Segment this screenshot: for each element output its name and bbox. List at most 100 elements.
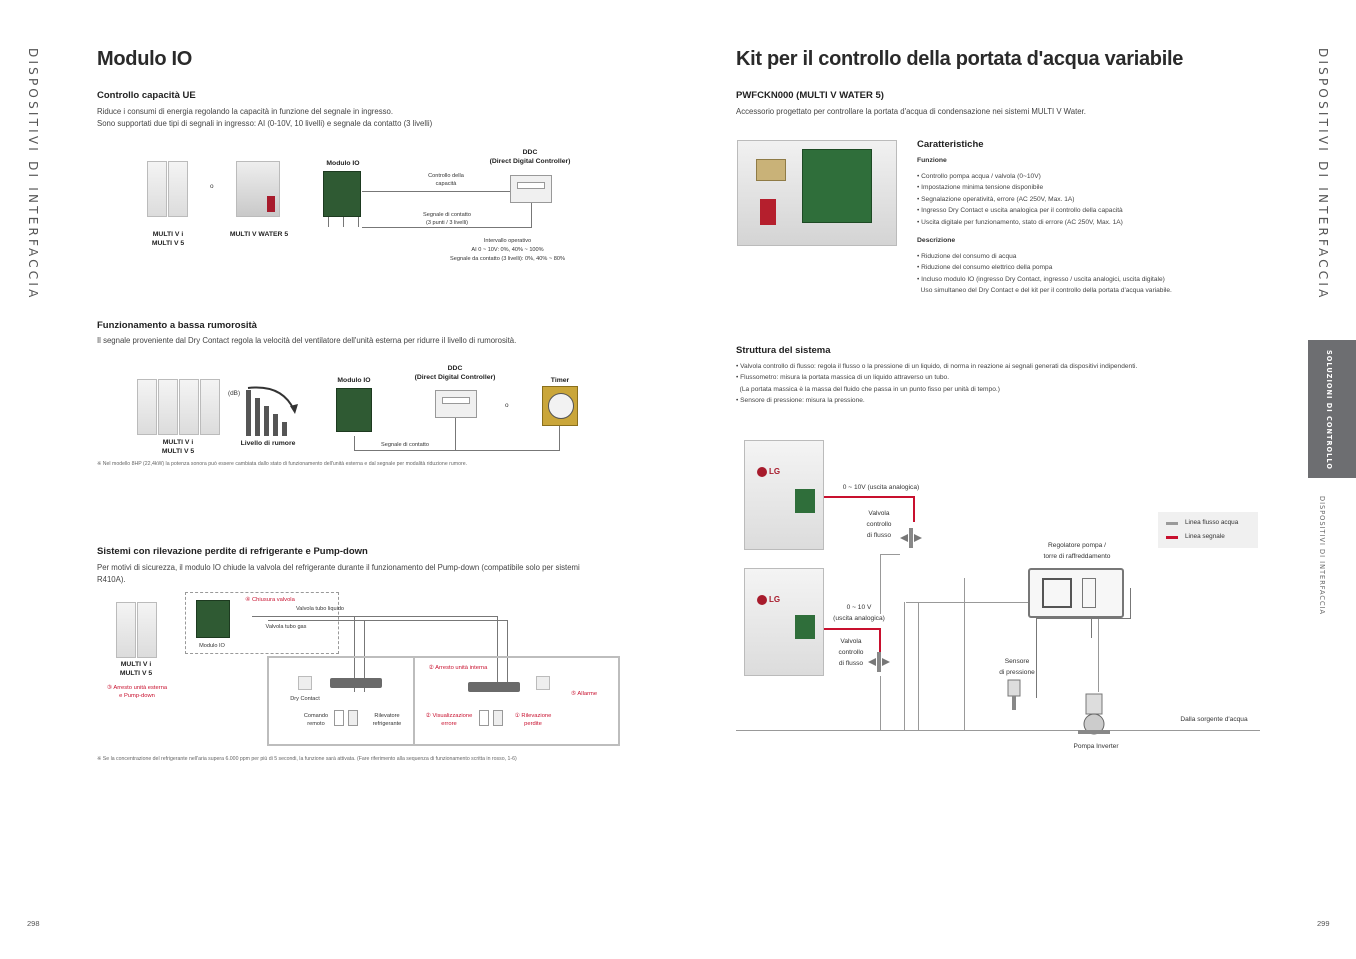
capacity-diagram: MULTI V i MULTI V 5 o MULTI V WATER 5 Mo… [140, 145, 600, 270]
kit-photo [737, 140, 897, 246]
lg-logo [757, 467, 767, 477]
detector-image [348, 710, 358, 726]
outdoor-unit-image [168, 161, 188, 217]
list-item: • Sensore di pressione: misura la pressi… [736, 397, 865, 405]
noise-diagram: MULTI V i MULTI V 5 (dB) Livello di rumo… [130, 362, 600, 462]
gas-valve-label: Valvola tubo gas [265, 624, 307, 630]
noise-level-label: Livello di rumore [240, 440, 296, 447]
outdoor-unit-image [158, 379, 178, 435]
noise-or-label: o [505, 402, 509, 409]
ddc-image [435, 390, 477, 418]
analog-output-2: 0 ~ 10 V (uscita analogica) [833, 604, 885, 622]
remote-image [334, 710, 344, 726]
legend-signal-swatch [1166, 536, 1178, 539]
leak-detect-label: ① Rilevazione perdite [514, 713, 552, 727]
structure-heading: Struttura del sistema [736, 345, 831, 356]
timer-image [542, 386, 578, 426]
legend-water-swatch [1166, 522, 1178, 525]
io-module-image [196, 600, 230, 638]
valve-2-label: Valvola controllo di flusso [838, 638, 864, 667]
capacity-line1: Riduce i consumi di energia regolando la… [97, 107, 394, 116]
ddc-image [510, 175, 552, 203]
page-title-right: Kit per il controllo della portata d'acq… [736, 48, 1184, 70]
unit1-label: MULTI V i MULTI V 5 [151, 231, 185, 247]
indoor-unit-image [468, 682, 520, 692]
pressure-sensor-icon [1007, 679, 1021, 710]
legend-signal-label: Linea segnale [1185, 533, 1225, 540]
detector-image [493, 710, 503, 726]
list-item: Uso simultaneo del Dry Contact e del kit… [917, 287, 1172, 295]
legend-water-label: Linea flusso acqua [1185, 519, 1239, 526]
noise-module-label: Modulo IO [337, 377, 371, 384]
list-item: • Controllo pompa acqua / valvola (0~10V… [917, 173, 1041, 180]
range-line2: AI 0 ~ 10V: 0%, 40% ~ 100% [471, 247, 544, 253]
features-heading: Caratteristiche [917, 139, 984, 150]
leak-heading: Sistemi con rilevazione perdite di refri… [97, 546, 368, 557]
list-item: • Incluso modulo IO (ingresso Dry Contac… [917, 275, 1165, 283]
outdoor-unit-image [179, 379, 199, 435]
lg-logo [757, 595, 767, 605]
model-intro: Accessorio progettato per controllare la… [736, 107, 1086, 116]
module-label: Modulo IO [326, 160, 360, 167]
noise-heading: Funzionamento a bassa rumorosità [97, 320, 257, 331]
system-diagram: LG LG 0 ~ 10V (uscita analogica) Valvola… [736, 438, 1266, 758]
legend: Linea flusso acqua Linea segnale [1158, 512, 1258, 548]
leak-unit-label: MULTI V i MULTI V 5 [119, 661, 153, 677]
list-item: (La portata massica è la massa del fluid… [736, 385, 1000, 393]
indoor-unit-image [330, 678, 382, 688]
brand-label: LG [769, 595, 781, 604]
io-module-image [323, 171, 361, 217]
noise-note: ※ Nel modello 8HP (22,4kW) la potenza so… [97, 461, 468, 467]
range-line1: Intervallo operativo [483, 238, 532, 244]
water-source-label: Dalla sorgente d'acqua [1180, 716, 1248, 723]
list-item: • Riduzione del consumo di acqua [917, 253, 1017, 260]
pump-regulator-label: Regolatore pompa / torre di raffreddamen… [1043, 542, 1111, 560]
right-side-title: DISPOSITIVI DI INTERFACCIA [1316, 48, 1330, 301]
water-unit-image: LG [744, 568, 824, 676]
leak-module-label: Modulo IO [199, 643, 225, 649]
or-label: o [210, 183, 214, 190]
noise-contact-label: Segnale di contatto [381, 442, 429, 448]
stop-outdoor-label: ③ Arresto unità esterna e Pump-down [106, 685, 168, 699]
valve-close-label: ④ Chiusura valvola [245, 597, 295, 603]
page-title-left: Modulo IO [97, 48, 193, 70]
inverter-pump-icon [1078, 693, 1110, 735]
valve-icon [900, 528, 922, 548]
desc-list: • Riduzione del consumo di acqua • Riduz… [917, 251, 1172, 297]
outdoor-unit-image [147, 161, 167, 217]
list-item: • Riduzione del consumo elettrico della … [917, 264, 1053, 272]
list-item: • Valvola controllo di flusso: regola il… [736, 363, 1138, 370]
inverter-pump-label: Pompa Inverter [1073, 743, 1119, 750]
detector-label: Rilevatore refrigerante [372, 713, 402, 727]
tab-soluzioni[interactable]: SOLUZIONI DI CONTROLLO [1308, 340, 1356, 478]
range-line3: Segnale da contatto (3 livelli): 0%, 40%… [450, 256, 565, 262]
stop-indoor-label: ② Arresto unità interna [428, 665, 488, 671]
remote-label: Comando remoto [303, 713, 329, 727]
unit2-label: MULTI V WATER 5 [229, 231, 289, 238]
alarm-label: ⑤ Allarme [570, 691, 598, 697]
outdoor-unit-image [137, 379, 157, 435]
pump-regulator-image [1028, 568, 1124, 618]
tab-soluzioni-label: SOLUZIONI DI CONTROLLO [1325, 350, 1333, 470]
tab-dispositivi[interactable]: DISPOSITIVI DI INTERFACCIA [1318, 496, 1326, 616]
dry-contact-image [536, 676, 550, 690]
structure-list: • Valvola controllo di flusso: regola il… [736, 361, 1137, 407]
leak-diagram: MULTI V i MULTI V 5 ③ Arresto unità este… [100, 592, 622, 748]
valve-icon [868, 652, 890, 672]
function-list: • Controllo pompa acqua / valvola (0~10V… [917, 171, 1123, 228]
water-unit-image: LG [744, 440, 824, 550]
ddc-label: DDC (Direct Digital Controller) [489, 149, 571, 165]
noise-unit-label: MULTI V i MULTI V 5 [161, 439, 195, 455]
db-label: (dB) [228, 390, 241, 397]
outdoor-unit-image [137, 602, 157, 658]
leak-text: Per motivi di sicurezza, il modulo IO ch… [97, 563, 580, 584]
pressure-sensor-label: Sensore di pressione [999, 658, 1035, 676]
noise-text: Il segnale proveniente dal Dry Contact r… [97, 336, 517, 345]
display-error-label: ② Visualizzazione errore [425, 713, 473, 727]
outdoor-unit-image [200, 379, 220, 435]
room-box [267, 656, 620, 746]
io-module-image [336, 388, 372, 432]
noise-ddc-label: DDC (Direct Digital Controller) [414, 365, 496, 381]
valve-1-label: Valvola controllo di flusso [866, 510, 892, 539]
contact-label: Segnale di contatto (3 punti / 3 livelli… [423, 212, 471, 226]
